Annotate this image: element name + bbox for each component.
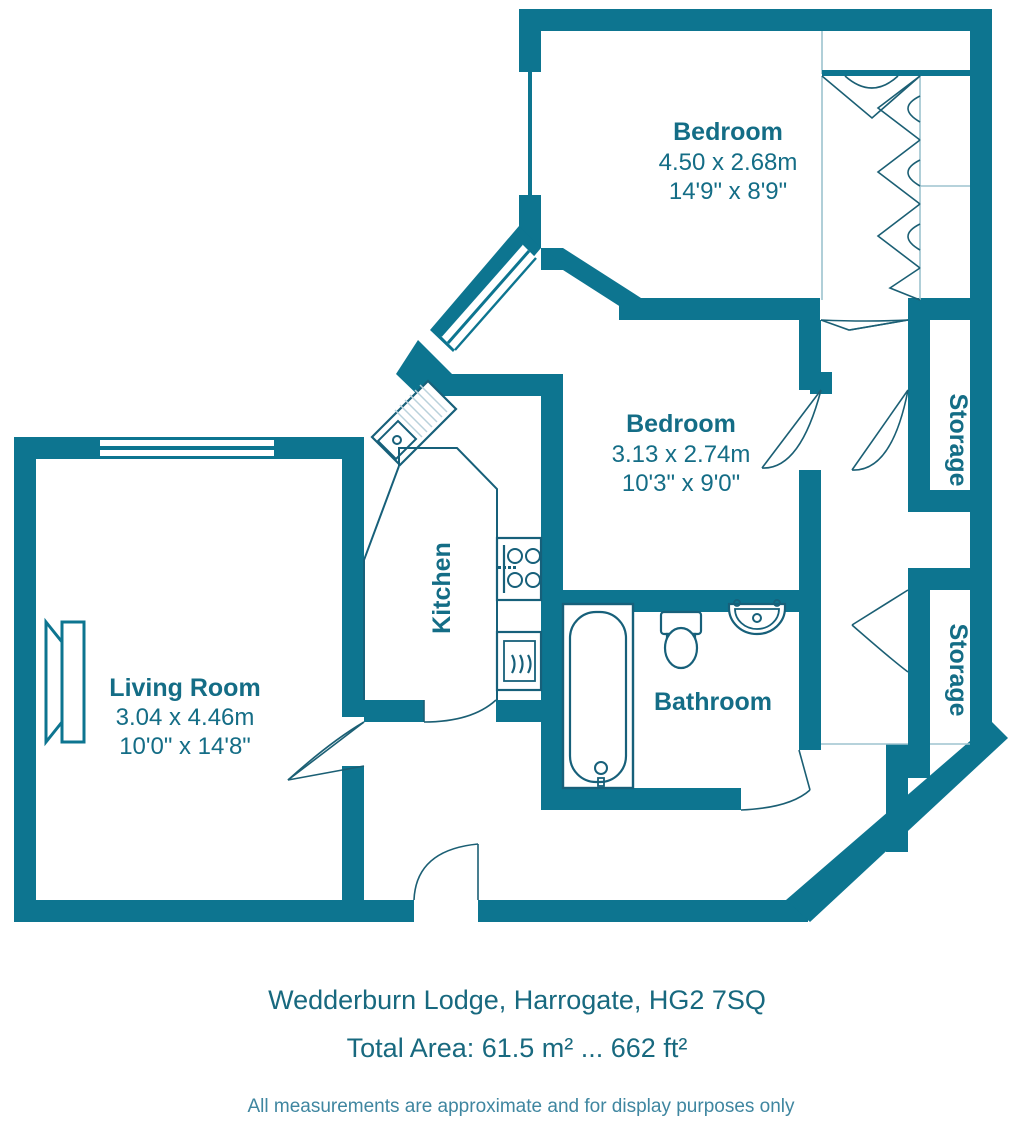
wall-structure	[14, 9, 1008, 922]
room-dim-metric-bedroom-1: 4.50 x 2.68m	[659, 149, 798, 176]
wall-bed1-left-upper	[519, 9, 541, 69]
bathroom-basin-icon	[727, 599, 787, 636]
room-label-storage-upper: Storage	[944, 393, 972, 486]
wall-storage-upper-left	[908, 320, 930, 490]
wall-diagonal-to-hall	[541, 248, 641, 320]
door-bedroom-2	[761, 389, 822, 469]
window-living-top	[100, 437, 274, 459]
room-dim-metric-living-room: 3.04 x 4.46m	[116, 704, 255, 731]
room-label-living-room: Living Room 3.04 x 4.46m 10'0" x 14'8"	[109, 674, 260, 760]
wall-hall-right-lower	[799, 470, 821, 590]
door-kitchen	[423, 699, 497, 723]
caption-disclaimer: All measurements are approximate and for…	[247, 1096, 795, 1117]
wall-top	[519, 9, 992, 31]
door-living-room	[287, 721, 365, 781]
room-label-bathroom: Bathroom	[654, 688, 772, 716]
wall-bed1-bottom-left	[620, 298, 820, 320]
wardrobe-bifold-doors-icon	[821, 31, 970, 301]
wall-living-left	[14, 437, 36, 922]
kitchen-oven-icon	[495, 630, 543, 692]
wall-bathroom-right	[799, 590, 821, 750]
wall-bathroom-bottom	[541, 788, 741, 810]
bathroom-bath-icon	[561, 602, 635, 790]
room-dim-imperial-bedroom-1: 14'9" x 8'9"	[669, 178, 787, 205]
wall-living-bottom-left	[14, 900, 414, 922]
caption-total-area: Total Area: 61.5 m² ... 662 ft²	[347, 1033, 688, 1063]
kitchen-hob-icon	[495, 536, 543, 602]
wall-kitchen-door-head	[364, 700, 424, 722]
wall-upper-right-diag	[541, 248, 641, 320]
door-entrance	[413, 843, 479, 901]
room-label-kitchen: Kitchen	[428, 542, 456, 634]
room-label-storage-lower: Storage	[944, 623, 972, 716]
room-name-kitchen: Kitchen	[428, 542, 456, 634]
room-name-bedroom-1: Bedroom	[673, 118, 783, 146]
room-name-storage-upper: Storage	[944, 393, 972, 486]
wall-right-lower-stub	[970, 700, 992, 740]
room-name-bedroom-2: Bedroom	[626, 410, 736, 438]
caption-address: Wedderburn Lodge, Harrogate, HG2 7SQ	[268, 985, 766, 1015]
room-dim-metric-bedroom-2: 3.13 x 2.74m	[612, 441, 751, 468]
wall-door-stub-bed2	[810, 372, 832, 394]
living-room-bay-window-icon	[14, 600, 86, 764]
room-dim-imperial-living-room: 10'0" x 14'8"	[119, 733, 251, 760]
door-bedroom-1	[820, 319, 909, 331]
wall-kitchen-top	[425, 352, 563, 396]
wall-storage-divider	[908, 490, 992, 512]
room-name-bathroom: Bathroom	[654, 688, 772, 716]
room-name-storage-lower: Storage	[944, 623, 972, 716]
wall-living-top-right	[274, 437, 364, 459]
door-storage-lower	[851, 589, 909, 673]
door-storage-upper	[851, 389, 909, 471]
window-diagonal-edge-b	[454, 257, 537, 351]
wall-hall-lower-vert	[886, 744, 908, 852]
door-swings	[287, 319, 909, 901]
window-bed1-left-mullion	[528, 69, 532, 198]
wall-bed1-bottom-right	[908, 298, 992, 320]
wall-right-outer	[970, 9, 992, 744]
room-label-bedroom-1: Bedroom 4.50 x 2.68m 14'9" x 8'9"	[659, 118, 798, 205]
window-diagonal-edge-a	[440, 243, 523, 337]
wall-living-right-lower	[342, 766, 364, 922]
bathroom-toilet-icon	[659, 610, 703, 670]
wall-storage-lower-left	[908, 568, 930, 778]
room-label-bedroom-2: Bedroom 3.13 x 2.74m 10'3" x 9'0"	[612, 410, 751, 497]
wall-living-bottom-right	[478, 900, 808, 922]
room-name-living-room: Living Room	[109, 674, 260, 702]
window-diagonal-mullion	[446, 250, 531, 344]
room-dim-imperial-bedroom-2: 10'3" x 9'0"	[622, 470, 740, 497]
wall-kitchen-door-head-r	[496, 700, 542, 722]
wall-storage-lower-top	[908, 568, 992, 590]
door-bathroom	[740, 749, 811, 811]
wall-living-right-upper	[342, 437, 364, 717]
kitchen-sink-icon	[370, 379, 458, 467]
